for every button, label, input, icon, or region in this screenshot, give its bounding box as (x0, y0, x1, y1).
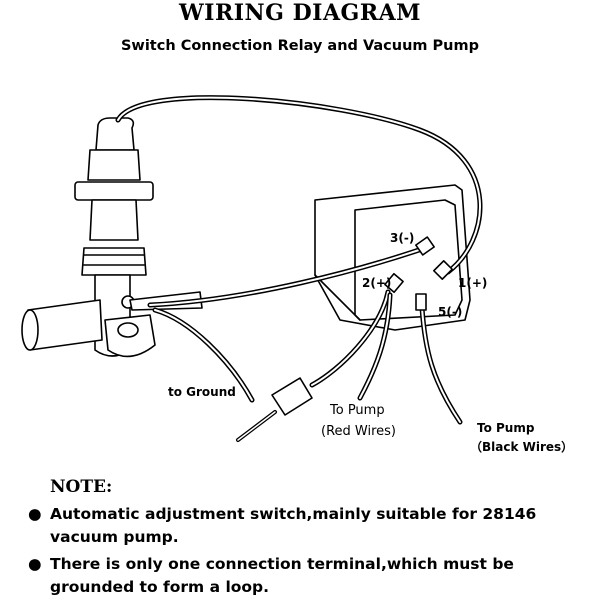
page-title: WIRING DIAGRAM (178, 0, 422, 26)
wiring-diagram: 3(-) 2(+) 1(+) 5(-) to Ground To Pump (R… (21, 95, 573, 454)
note-heading: NOTE: (50, 477, 113, 497)
terminal-2-label: 2(+) (362, 276, 391, 290)
wires (115, 95, 483, 442)
black-wires-label-2: （Black Wires） (470, 439, 573, 454)
terminal-1-label: 1(+) (458, 276, 487, 290)
note-item: ● There is only one connection terminal,… (28, 553, 588, 599)
bullet-icon: ● (28, 505, 42, 523)
red-wires-label-1: To Pump (329, 403, 385, 418)
terminal-3-label: 3(-) (390, 231, 414, 245)
terminal-5-label: 5(-) (438, 305, 462, 319)
red-wires-label-2: (Red Wires) (321, 424, 396, 439)
bullet-icon: ● (28, 555, 42, 573)
black-wires-label-1: To Pump (477, 421, 535, 435)
note-item-text: There is only one connection terminal,wh… (50, 555, 514, 596)
vacuum-switch (21, 117, 203, 358)
note-item: ● Automatic adjustment switch,mainly sui… (28, 503, 588, 549)
subtitle: Switch Connection Relay and Vacuum Pump (120, 38, 479, 54)
ground-label: to Ground (168, 385, 236, 399)
connectors (271, 236, 453, 416)
note-item-text: Automatic adjustment switch,mainly suita… (50, 505, 537, 546)
